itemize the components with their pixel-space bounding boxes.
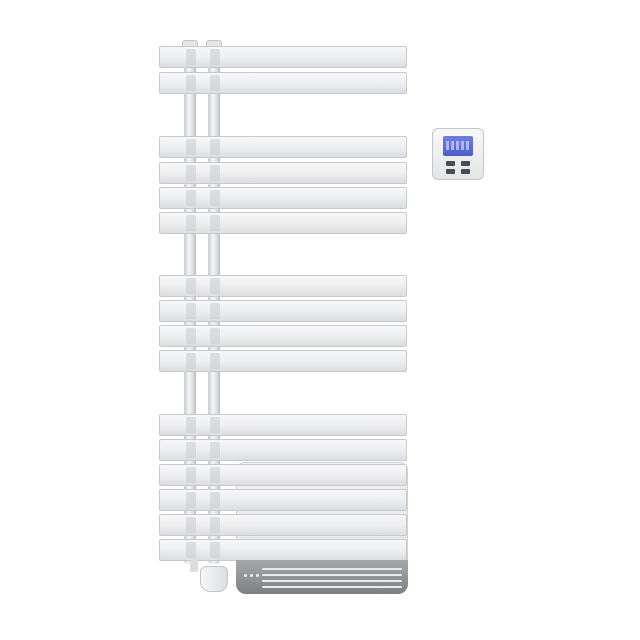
radiator-bar <box>159 46 407 68</box>
heating-valve <box>200 566 228 592</box>
radiator-bar <box>159 439 407 461</box>
radiator-bar <box>159 212 407 234</box>
radiator-bar <box>159 350 407 372</box>
radiator-bar <box>159 300 407 322</box>
radiator-bar <box>159 514 407 536</box>
thermostat-button <box>446 161 455 166</box>
radiator-bar <box>159 136 407 158</box>
radiator-bar <box>159 464 407 486</box>
heater-indicator-light <box>256 574 259 577</box>
heater-indicator-light <box>250 574 253 577</box>
thermostat-button <box>461 161 470 166</box>
thermostat-digits <box>446 141 470 150</box>
thermostat-button <box>461 169 470 174</box>
radiator-bar <box>159 275 407 297</box>
radiator-bar <box>159 162 407 184</box>
fan-heater-base <box>236 560 408 594</box>
radiator-bar <box>159 414 407 436</box>
radiator-bar <box>159 325 407 347</box>
heater-indicator-light <box>244 574 247 577</box>
radiator-bar <box>159 489 407 511</box>
thermostat-button <box>446 169 455 174</box>
fan-heater-grille <box>262 568 402 588</box>
radiator-bar <box>159 72 407 94</box>
radiator-bar <box>159 539 407 561</box>
radiator-bar <box>159 187 407 209</box>
valve-stem <box>190 560 198 572</box>
